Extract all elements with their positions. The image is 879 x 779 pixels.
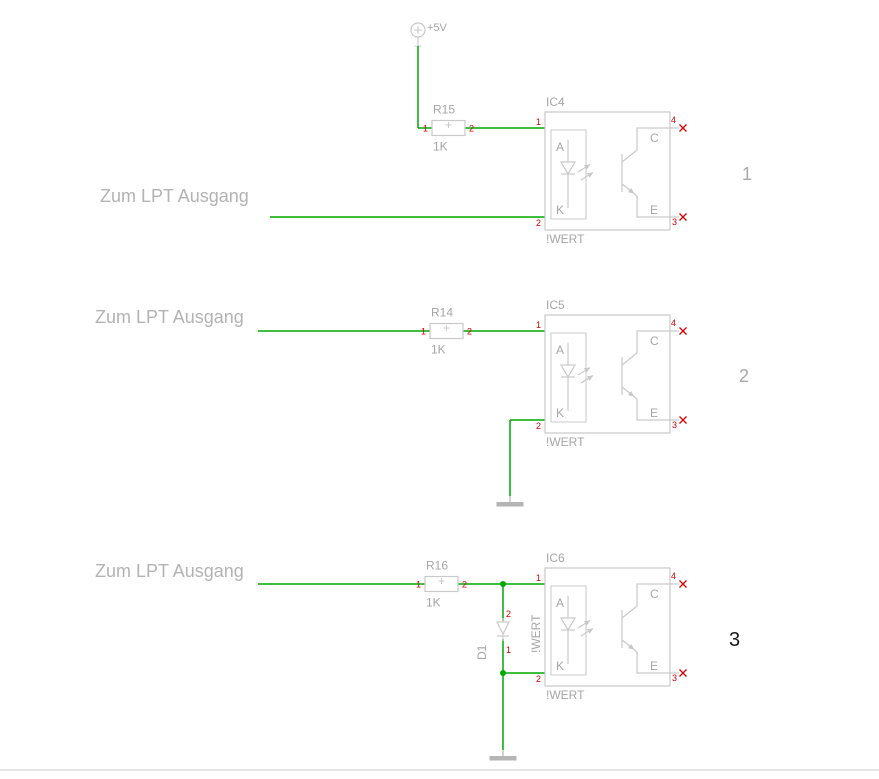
diode-name: D1 (475, 644, 489, 660)
resistor-pin-1: 1 (423, 124, 428, 134)
ic-pin-1: 1 (536, 573, 541, 583)
diode-value: !WERT (529, 614, 543, 653)
resistor-name: R14 (431, 306, 453, 320)
circuit-2: Zum LPT Ausgang R14 1K 1 2 IC5 !WERT A K… (95, 298, 749, 508)
resistor-value: 1K (431, 343, 446, 357)
ic-pin-4: 4 (671, 318, 676, 328)
vcc-plus-icon (414, 26, 422, 34)
resistor-name: R16 (426, 559, 448, 573)
optocoupler-IC5: IC5 !WERT A K C E 1 2 4 3 (536, 298, 687, 449)
optocoupler-body (545, 315, 687, 433)
ic-pin-1: 1 (536, 320, 541, 330)
resistor-pin-2: 2 (469, 124, 474, 134)
ic-pin-3: 3 (672, 420, 677, 430)
emitter-letter: E (650, 659, 658, 673)
ic-name: IC4 (546, 95, 565, 109)
optocoupler-body (545, 112, 687, 230)
resistor-name: R15 (433, 103, 455, 117)
resistor-value: 1K (426, 596, 441, 610)
junction-dot (500, 670, 506, 676)
ic-pin-4: 4 (671, 115, 676, 125)
optocoupler-IC6: IC6 !WERT A K C E 1 2 4 3 (536, 551, 687, 702)
cathode-letter: K (556, 203, 564, 217)
ic-pin-2: 2 (536, 421, 541, 431)
ic-pin-2: 2 (536, 218, 541, 228)
anode-letter: A (556, 596, 564, 610)
circuit-number: 1 (742, 164, 752, 184)
optocoupler-IC4: IC4 !WERT A K C E 1 2 4 3 (536, 95, 687, 246)
resistor-pin-2: 2 (462, 580, 467, 590)
diode-triangle-icon (496, 621, 510, 636)
ic-name: IC6 (546, 551, 565, 565)
lpt-input-label: Zum LPT Ausgang (100, 186, 249, 206)
circuit-number: 2 (739, 366, 749, 386)
ic-pin-3: 3 (672, 673, 677, 683)
collector-letter: C (650, 131, 659, 145)
lpt-input-label: Zum LPT Ausgang (95, 307, 244, 327)
anode-letter: A (556, 140, 564, 154)
cathode-letter: K (556, 659, 564, 673)
resistor-pin-1: 1 (416, 580, 421, 590)
resistor-body (429, 322, 464, 340)
diode-pin-1: 1 (506, 645, 511, 655)
nets-circuit-3 (258, 583, 545, 750)
diode-D1: D1 !WERT 2 1 (475, 609, 543, 660)
resistor-R16: R16 1K 1 2 (416, 559, 467, 610)
resistor-body (424, 575, 459, 593)
ic-value: !WERT (546, 232, 585, 246)
resistor-pin-2: 2 (467, 327, 472, 337)
junction-dot (500, 581, 506, 587)
vcc-label: +5V (427, 22, 448, 34)
emitter-letter: E (650, 406, 658, 420)
emitter-letter: E (650, 203, 658, 217)
circuit-3: Zum LPT Ausgang D1 !WERT 2 1 R16 1K 1 2 (95, 551, 740, 762)
lpt-input-label: Zum LPT Ausgang (95, 561, 244, 581)
ic-pin-1: 1 (536, 117, 541, 127)
cathode-letter: K (556, 406, 564, 420)
diode-pin-2: 2 (506, 609, 511, 619)
resistor-pin-1: 1 (421, 327, 426, 337)
resistor-value: 1K (433, 140, 448, 154)
ground-symbol-icon (495, 495, 525, 508)
nets-circuit-2 (258, 330, 545, 496)
optocoupler-body (545, 568, 687, 686)
resistor-R15: R15 1K 1 2 (423, 103, 474, 154)
ic-pin-2: 2 (536, 674, 541, 684)
anode-letter: A (556, 343, 564, 357)
ground-symbol-icon (488, 749, 518, 762)
collector-letter: C (650, 587, 659, 601)
ic-value: !WERT (546, 435, 585, 449)
ic-value: !WERT (546, 688, 585, 702)
resistor-R14: R14 1K 1 2 (421, 306, 472, 357)
ic-pin-4: 4 (671, 571, 676, 581)
circuit-number: 3 (729, 629, 740, 651)
vcc-supply: +5V (410, 22, 448, 50)
ic-name: IC5 (546, 298, 565, 312)
nets-circuit-1 (270, 46, 545, 218)
collector-letter: C (650, 334, 659, 348)
ic-pin-3: 3 (672, 217, 677, 227)
circuit-1: Zum LPT Ausgang R15 1K 1 2 IC4 !WERT A K… (100, 46, 752, 246)
resistor-body (431, 119, 466, 137)
